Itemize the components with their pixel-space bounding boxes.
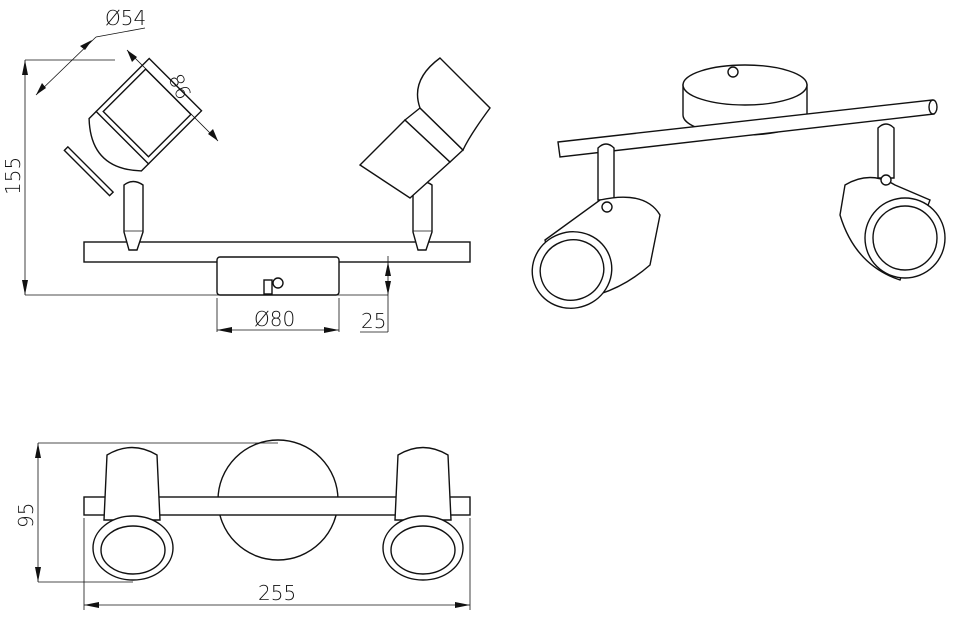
top-right-spot	[382, 446, 464, 581]
dim-total-width: 255	[258, 581, 296, 605]
perspective-right-spot	[839, 123, 946, 281]
top-bar	[83, 496, 471, 516]
front-left-spot	[63, 57, 203, 251]
front-right-spot	[358, 57, 491, 251]
dim-canopy-diameter: Ø80	[254, 307, 295, 331]
top-left-spot	[92, 446, 174, 581]
front-view: Ø54 86 155 Ø80 25	[1, 6, 491, 333]
perspective-view	[531, 64, 946, 309]
top-view: 95 255	[14, 439, 471, 610]
dimension-lines	[22, 27, 391, 333]
dim-depth: 95	[14, 503, 38, 528]
front-canopy	[216, 256, 340, 296]
dim-total-height: 155	[1, 157, 25, 195]
top-dimension-lines	[35, 442, 471, 610]
dim-head-diameter: Ø54	[105, 6, 146, 30]
dim-canopy-height: 25	[361, 309, 386, 333]
perspective-screw	[727, 66, 739, 78]
front-screw	[263, 277, 284, 295]
perspective-left-spot	[531, 143, 661, 309]
